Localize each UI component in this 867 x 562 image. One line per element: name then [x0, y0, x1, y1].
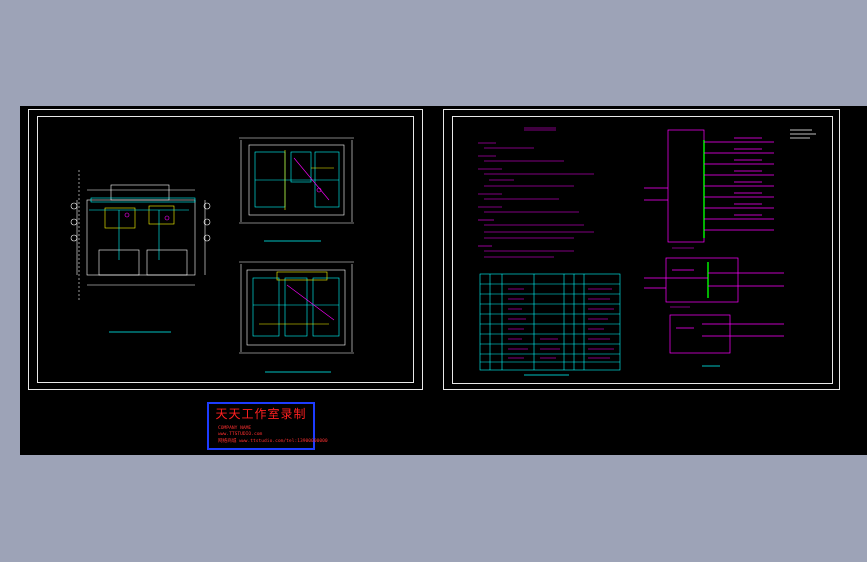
stamp-studio-name: 天天工作室录制 — [215, 407, 307, 421]
cad-model-space[interactable] — [20, 106, 867, 455]
stamp-company-line: COMPANY NAME — [218, 426, 252, 431]
sheet-electrical-design[interactable] — [443, 109, 840, 390]
studio-watermark-stamp: 天天工作室录制 COMPANY NAME www.TTSTUDIO.com 网络… — [207, 402, 328, 450]
floor-plans-drawing — [70, 137, 354, 373]
stamp-contact-line: 网络商城 www.ttstudio.com/tel:13900000000 — [218, 439, 328, 444]
sheet-floor-plans[interactable] — [28, 109, 423, 390]
stamp-website-line: www.TTSTUDIO.com — [218, 432, 263, 437]
legend-table-icon — [479, 273, 621, 371]
plan-ground-floor-icon — [76, 170, 206, 300]
design-notes-icon — [478, 127, 594, 258]
subpanel-schematic-2-icon — [669, 314, 784, 354]
electrical-design-drawing — [478, 127, 816, 376]
subpanel-schematic-icon — [644, 257, 784, 303]
panel-schematic-icon — [644, 129, 816, 243]
